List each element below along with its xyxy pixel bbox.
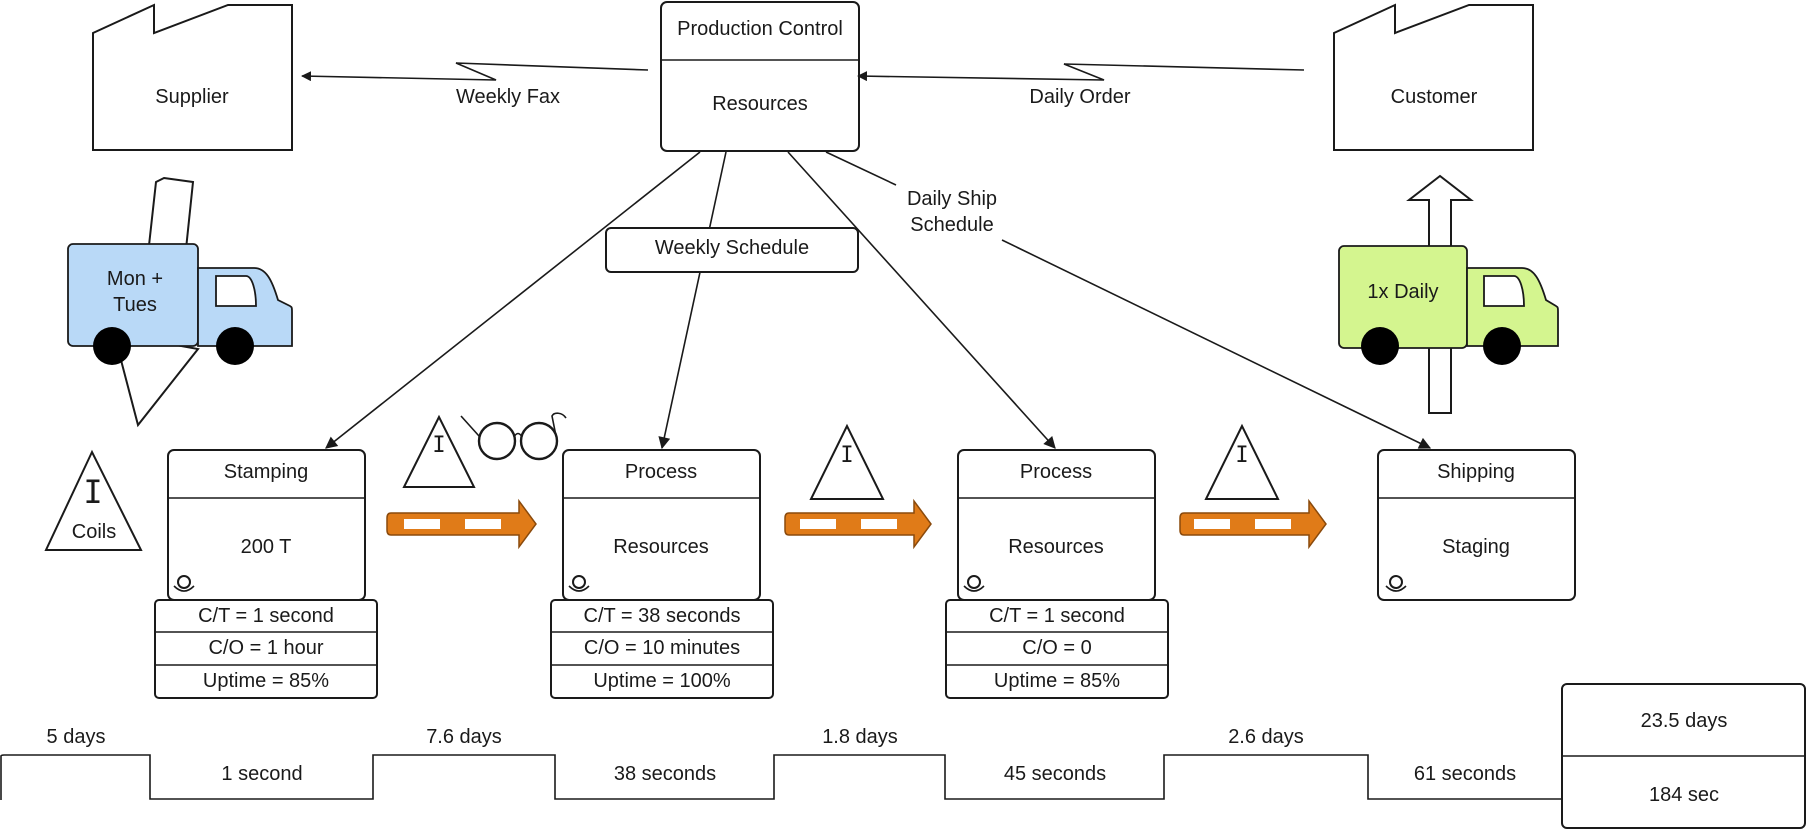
customer-factory: Customer [1333, 3, 1534, 151]
process-time: 1 second [221, 763, 302, 785]
uptime: Uptime = 85% [994, 670, 1120, 692]
supplier-factory: Supplier [92, 3, 293, 151]
daily-ship-schedule-label: Daily Ship Schedule [907, 188, 997, 236]
timeline: 5 days 7.6 days 1.8 days 2.6 days 1 seco… [0, 726, 1562, 800]
process-body: 200 T [241, 536, 292, 558]
customer-shipment: 1x Daily [1338, 174, 1559, 414]
inventory-triangle-icon [402, 414, 476, 488]
total-process-time: 184 sec [1649, 784, 1719, 806]
daily-order-flow: Daily Order [857, 63, 1305, 108]
changeover-time: C/O = 10 minutes [584, 637, 740, 659]
operator-icon [963, 575, 985, 592]
cycle-time: C/T = 38 seconds [584, 605, 741, 627]
truck-window [215, 275, 257, 307]
wait-time: 1.8 days [822, 726, 898, 748]
data-box-2: C/T = 1 second C/O = 0 Uptime = 85% [945, 599, 1169, 699]
inventory-1: I [402, 414, 476, 488]
inventory-label: Coils [72, 521, 116, 543]
schedule-arrows [325, 151, 1432, 450]
inventory-symbol: I [1235, 443, 1248, 468]
process-box-stamping: Stamping 200 T [167, 449, 366, 601]
ship-schedule-arrow-start [825, 151, 897, 186]
factory-icon [92, 3, 293, 151]
process-box-shipping: Shipping Staging [1377, 449, 1576, 601]
push-arrow [784, 498, 932, 550]
schedule-arrow-process-1 [658, 151, 727, 450]
push-arrow [386, 498, 537, 550]
process-title: Shipping [1437, 461, 1515, 483]
truck-label: 1x Daily [1367, 281, 1438, 303]
process-title: Process [1020, 461, 1092, 483]
weekly-schedule-box: Weekly Schedule [605, 227, 859, 273]
uptime: Uptime = 85% [203, 670, 329, 692]
truck-label-line1: Mon + [107, 268, 163, 290]
process-body: Resources [1008, 536, 1104, 558]
changeover-time: C/O = 1 hour [208, 637, 323, 659]
operator-icon [1385, 575, 1407, 592]
cycle-time: C/T = 1 second [989, 605, 1125, 627]
process-time: 38 seconds [614, 763, 716, 785]
svg-text:Daily Ship: Daily Ship [907, 188, 997, 210]
uptime: Uptime = 100% [593, 670, 731, 692]
go-see-glasses-icon [460, 412, 567, 461]
customer-label: Customer [1391, 86, 1478, 108]
inventory-symbol: I [83, 473, 102, 511]
inventory-triangle-icon [809, 423, 885, 500]
cycle-time: C/T = 1 second [198, 605, 334, 627]
svg-text:Schedule: Schedule [910, 214, 993, 236]
process-box-1: Process Resources [562, 449, 761, 601]
push-arrow-icon [1179, 498, 1327, 550]
wait-time: 2.6 days [1228, 726, 1304, 748]
supplier-shipment: Mon + Tues [67, 176, 293, 428]
process-body: Resources [613, 536, 709, 558]
supplier-label: Supplier [155, 86, 229, 108]
production-control-box: Production Control Resources [660, 1, 860, 152]
operator-icon [173, 575, 195, 592]
process-box-2: Process Resources [957, 449, 1156, 601]
truck-wheel [1483, 327, 1521, 365]
ship-schedule-arrow [1001, 239, 1432, 449]
push-arrow [1179, 498, 1327, 550]
inventory-triangle-icon [44, 449, 143, 551]
daily-order-label: Daily Order [1029, 86, 1130, 108]
production-control-subtitle: Resources [712, 93, 808, 115]
total-lead-time: 23.5 days [1641, 710, 1728, 732]
wait-time: 5 days [47, 726, 106, 748]
process-title: Process [625, 461, 697, 483]
weekly-fax-flow: Weekly Fax [301, 62, 649, 108]
schedule-arrow-stamping [325, 151, 701, 449]
process-body: Staging [1442, 536, 1510, 558]
timeline-line [0, 754, 1562, 800]
push-arrow-icon [386, 498, 537, 550]
production-control-title: Production Control [677, 18, 843, 40]
lead-time-summary-box: 23.5 days 184 sec [1561, 683, 1806, 829]
schedule-arrow-process-2 [787, 151, 1056, 449]
truck-wheel [216, 327, 254, 365]
truck-wheel [1361, 327, 1399, 365]
process-time: 45 seconds [1004, 763, 1106, 785]
weekly-schedule-label: Weekly Schedule [655, 237, 809, 259]
process-time: 61 seconds [1414, 763, 1516, 785]
wait-time: 7.6 days [426, 726, 502, 748]
data-box-1: C/T = 38 seconds C/O = 10 minutes Uptime… [550, 599, 774, 699]
inventory-2: I [809, 423, 885, 500]
inventory-coils: I Coils [44, 449, 143, 551]
inventory-3: I [1204, 423, 1280, 500]
data-box-stamping: C/T = 1 second C/O = 1 hour Uptime = 85% [154, 599, 378, 699]
push-arrow-icon [784, 498, 932, 550]
inventory-symbol: I [840, 443, 853, 468]
changeover-time: C/O = 0 [1022, 637, 1091, 659]
weekly-fax-label: Weekly Fax [456, 86, 560, 108]
truck-wheel [93, 327, 131, 365]
factory-icon [1333, 3, 1534, 151]
process-title: Stamping [224, 461, 309, 483]
inventory-symbol: I [432, 433, 445, 458]
inventory-triangle-icon [1204, 423, 1280, 500]
operator-icon [568, 575, 590, 592]
truck-window [1483, 275, 1525, 307]
truck-label-line2: Tues [113, 294, 157, 316]
